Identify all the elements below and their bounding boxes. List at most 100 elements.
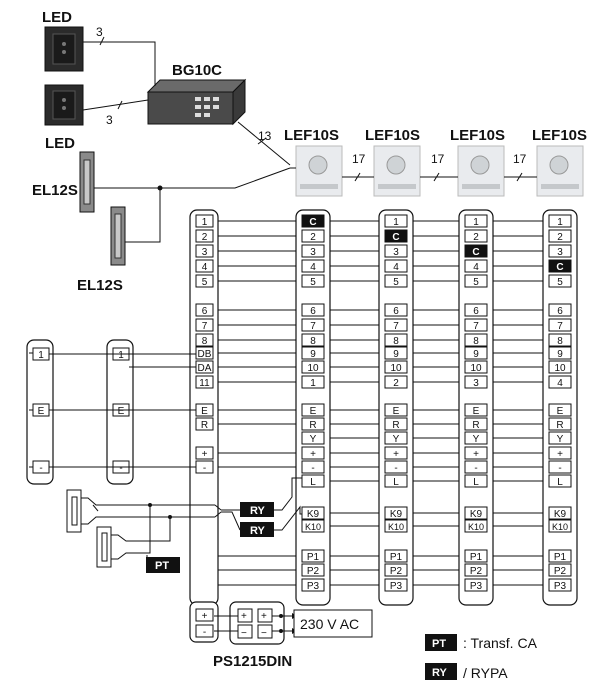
ac-supply-label: 230 V AC [300,616,359,632]
controller-terminal: 3 [202,247,208,258]
transformer-tag: PT [146,557,180,573]
panel-terminal: L [310,477,316,488]
wire-count-23: 17 [431,152,445,166]
left-module-1: 1E- [26,339,54,485]
bg10c-module [146,78,247,126]
panel-terminal: K10 [468,522,484,532]
panel-terminal: C [472,247,479,258]
door-contact-2 [96,526,112,568]
panel-terminal: L [393,477,399,488]
panel-terminal: E [310,406,317,417]
legend-ry-text: / RYPA [463,665,508,681]
el12s-lock-2 [110,206,126,266]
controller-terminal: 5 [202,277,208,288]
controller-terminal: DB [198,349,212,360]
controller-terminal: 6 [202,306,208,317]
panel-terminal: 9 [473,349,479,360]
panel-terminal: 8 [310,336,316,347]
el12s-label-1: EL12S [32,182,78,199]
panel-terminal: + [310,449,316,460]
panel-terminal: 8 [473,336,479,347]
svg-text:-: - [203,627,206,638]
controller-terminal: 4 [202,262,208,273]
panel-terminal: C [556,262,563,273]
svg-text:RY: RY [250,525,266,537]
el12s-label-2: EL12S [77,277,123,294]
relay-tag-1: RY [240,502,274,517]
led-unit-top [44,26,84,72]
lef10s-panel-1 [295,145,343,197]
panel-terminal: 9 [557,349,563,360]
panel-terminal: 4 [473,262,479,273]
panel-terminal: 5 [393,277,399,288]
panel-terminal: 1 [473,217,479,228]
panel-terminal: 4 [310,262,316,273]
door-contact-1 [66,489,82,533]
controller-terminal: 1 [202,217,208,228]
panel-terminal: 10 [307,363,319,374]
controller-terminal: DA [198,363,212,374]
svg-text:1: 1 [118,350,124,361]
panel-terminal: + [557,449,563,460]
panel-terminal: 6 [473,306,479,317]
legend-pt-text: : Transf. CA [463,635,538,651]
svg-text:+: + [261,611,267,622]
svg-text:1: 1 [38,350,44,361]
svg-text:-: - [39,463,42,474]
panel-terminal: P1 [470,552,483,563]
led-unit-bottom [44,84,84,126]
panel-terminal: 1 [393,217,399,228]
panel-terminal: P1 [554,552,567,563]
panel-terminal: C [392,232,399,243]
controller-terminal: + [202,449,208,460]
controller-terminal: 11 [199,378,210,389]
panel-terminal: + [393,449,399,460]
controller-power-block: +- [189,601,219,643]
left-module-2: 1E - [106,339,134,485]
controller-terminal: R [201,420,208,431]
panel-terminal: 10 [390,363,402,374]
panel-terminal: P1 [307,552,320,563]
panel-terminal: R [392,420,399,431]
panel-terminal: 5 [473,277,479,288]
panel-terminal: E [473,406,480,417]
panel-terminal: Y [393,434,400,445]
panel-terminal: 10 [554,363,566,374]
lef10s-label-4: LEF10S [532,127,587,144]
controller-terminal: 2 [202,232,208,243]
controller-terminal: 7 [202,321,208,332]
relay-tag-2: RY [240,522,274,537]
svg-text:+: + [241,611,247,622]
panel-terminal: R [472,420,479,431]
lef10s-label-2: LEF10S [365,127,420,144]
panel-terminal: 5 [310,277,316,288]
panel-terminal: 1 [310,378,316,389]
panel-terminal: K10 [305,522,321,532]
panel-terminal: P3 [390,581,403,592]
panel-terminal: Y [557,434,564,445]
panel-terminal: 2 [557,232,563,243]
panel-terminal: K10 [388,522,404,532]
panel-terminal: K9 [554,509,567,520]
svg-text:−: − [241,628,247,639]
panel-terminal: 8 [393,336,399,347]
panel-terminal: 2 [473,232,479,243]
panel-terminal: - [558,463,561,474]
lef10s-panel-2 [373,145,421,197]
panel-terminal: 7 [473,321,479,332]
legend-ry: RY / RYPA [425,663,508,681]
wire-count-led-top: 3 [96,25,103,39]
panel-terminal: L [557,477,563,488]
panel-terminal: - [474,463,477,474]
svg-text:E: E [118,406,125,417]
panel-terminal: 3 [473,378,479,389]
panel-terminal: R [309,420,316,431]
panel-terminal: 7 [310,321,316,332]
panel-terminal: 8 [557,336,563,347]
svg-text:-: - [119,463,122,474]
panel-terminal: P2 [307,566,320,577]
el12s-lock-1 [79,151,95,213]
